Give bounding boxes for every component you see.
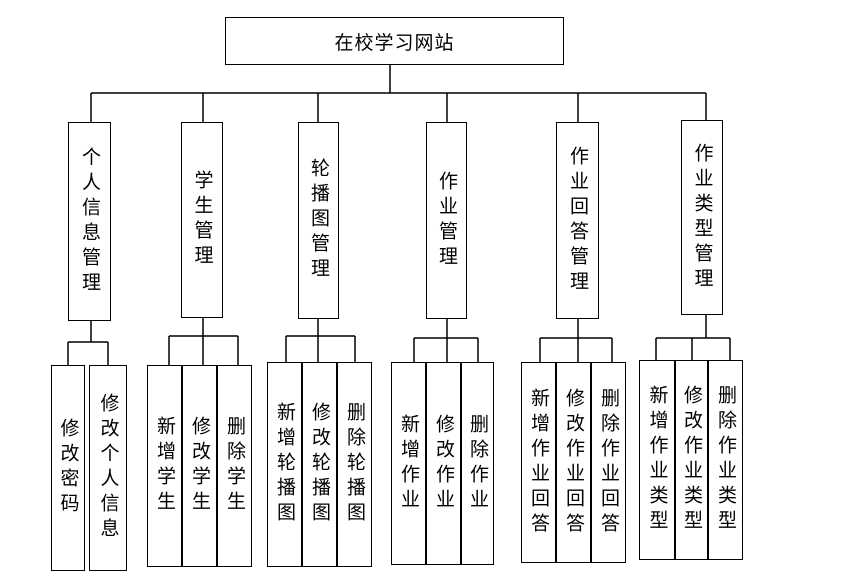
leaf-add-student: 新增学生: [147, 365, 182, 567]
leaf-label: 修改作业类型: [681, 385, 703, 535]
leaf-add-homework-type: 新增作业类型: [639, 360, 675, 560]
leaf-edit-student: 修改学生: [182, 365, 217, 567]
leaf-label: 修改作业: [433, 413, 455, 514]
leaf-label: 修改个人信息: [97, 393, 120, 543]
leaf-label: 修改密码: [57, 418, 80, 518]
module-student: 学生管理: [181, 122, 223, 318]
module-carousel: 轮播图管理: [298, 122, 339, 319]
leaf-label: 新增学生: [154, 416, 176, 516]
module-label: 作业管理: [436, 170, 458, 271]
leaf-label: 新增作业回答: [528, 387, 550, 538]
module-homework-type: 作业类型管理: [681, 120, 723, 315]
module-label: 作业回答管理: [567, 145, 589, 296]
leaf-label: 删除学生: [224, 416, 246, 516]
module-homework: 作业管理: [426, 122, 467, 319]
leaf-edit-homework-type: 修改作业类型: [675, 360, 708, 560]
module-personal-info: 个人信息管理: [68, 122, 111, 321]
leaf-label: 删除作业: [467, 413, 489, 514]
module-label: 个人信息管理: [79, 146, 101, 297]
leaf-label: 修改轮播图: [309, 402, 331, 527]
leaf-edit-homework: 修改作业: [426, 362, 461, 565]
root-node: 在校学习网站: [225, 17, 564, 65]
leaf-label: 删除作业类型: [715, 385, 737, 535]
leaf-change-password: 修改密码: [51, 365, 85, 571]
leaf-add-homework-answer: 新增作业回答: [521, 362, 556, 563]
leaf-label: 新增作业类型: [646, 385, 669, 535]
leaf-edit-homework-answer: 修改作业回答: [556, 362, 591, 563]
root-label: 在校学习网站: [334, 31, 455, 54]
leaf-add-carousel: 新增轮播图: [267, 362, 302, 567]
leaf-delete-homework-type: 删除作业类型: [708, 360, 743, 560]
module-label: 作业类型管理: [691, 142, 714, 293]
leaf-delete-carousel: 删除轮播图: [337, 362, 372, 567]
leaf-label: 修改作业回答: [563, 387, 585, 538]
module-label: 学生管理: [191, 170, 214, 270]
leaf-delete-homework-answer: 删除作业回答: [591, 362, 626, 563]
leaf-label: 新增作业: [398, 413, 420, 514]
leaf-edit-personal-info: 修改个人信息: [89, 365, 127, 571]
leaf-label: 新增轮播图: [274, 402, 296, 527]
leaf-label: 修改学生: [189, 416, 211, 516]
leaf-add-homework: 新增作业: [391, 362, 426, 565]
module-label: 轮播图管理: [308, 158, 330, 283]
leaf-label: 删除作业回答: [598, 387, 620, 538]
leaf-label: 删除轮播图: [344, 402, 366, 527]
leaf-delete-homework: 删除作业: [461, 362, 494, 565]
module-homework-answer: 作业回答管理: [556, 122, 599, 319]
leaf-edit-carousel: 修改轮播图: [302, 362, 337, 567]
leaf-delete-student: 删除学生: [217, 365, 252, 567]
